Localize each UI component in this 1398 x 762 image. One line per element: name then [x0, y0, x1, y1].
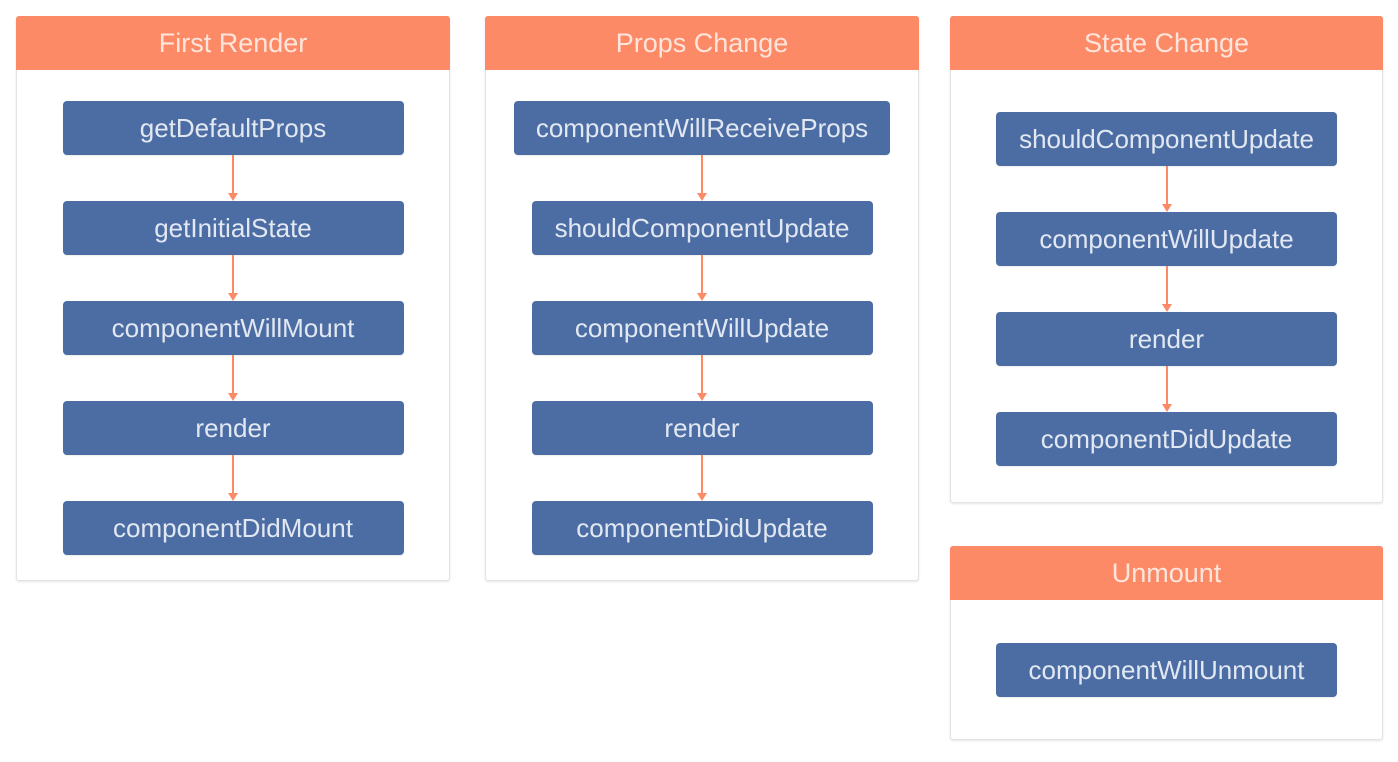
panel-unmount-header: Unmount — [950, 546, 1383, 600]
panel-unmount: Unmount componentWillUnmount — [950, 546, 1383, 740]
down-arrow-icon — [228, 255, 238, 301]
down-arrow-icon — [228, 355, 238, 401]
lifecycle-step: shouldComponentUpdate — [996, 112, 1337, 166]
lifecycle-step: componentWillReceiveProps — [513, 101, 891, 155]
down-arrow-icon — [697, 455, 707, 501]
lifecycle-step: render — [62, 401, 404, 455]
panel-first-render: First Render getDefaultProps getInitialS… — [16, 16, 450, 581]
lifecycle-step: componentDidUpdate — [531, 501, 873, 555]
lifecycle-step: componentWillUnmount — [996, 643, 1337, 697]
down-arrow-icon — [697, 355, 707, 401]
down-arrow-icon — [1161, 166, 1172, 212]
lifecycle-step: render — [531, 401, 873, 455]
lifecycle-step: componentWillUpdate — [531, 301, 873, 355]
lifecycle-step: componentDidMount — [62, 501, 404, 555]
panel-title: First Render — [158, 27, 308, 58]
lifecycle-step: shouldComponentUpdate — [531, 201, 873, 255]
lifecycle-step: componentDidUpdate — [996, 412, 1337, 466]
panel-first-render-body: getDefaultProps getInitialState componen… — [17, 70, 449, 555]
panel-title: Props Change — [615, 27, 789, 58]
down-arrow-icon — [228, 155, 238, 201]
lifecycle-step: getDefaultProps — [62, 101, 404, 155]
down-arrow-icon — [228, 455, 238, 501]
panel-unmount-body: componentWillUnmount — [951, 600, 1382, 697]
panel-first-render-header: First Render — [16, 16, 450, 70]
lifecycle-step: render — [996, 312, 1337, 366]
panel-title: State Change — [1083, 27, 1250, 58]
down-arrow-icon — [1161, 366, 1172, 412]
lifecycle-step: componentWillUpdate — [996, 212, 1337, 266]
panel-props-change-body: componentWillReceiveProps shouldComponen… — [486, 70, 918, 555]
lifecycle-step: getInitialState — [62, 201, 404, 255]
lifecycle-step: componentWillMount — [62, 301, 404, 355]
panel-props-change: Props Change componentWillReceiveProps s… — [485, 16, 919, 581]
panel-state-change: State Change shouldComponentUpdate compo… — [950, 16, 1383, 503]
down-arrow-icon — [697, 155, 707, 201]
down-arrow-icon — [697, 255, 707, 301]
down-arrow-icon — [1161, 266, 1172, 312]
panel-state-change-header: State Change — [950, 16, 1383, 70]
panel-state-change-body: shouldComponentUpdate componentWillUpdat… — [951, 70, 1382, 466]
panel-title: Unmount — [1111, 557, 1222, 588]
panel-props-change-header: Props Change — [485, 16, 919, 70]
